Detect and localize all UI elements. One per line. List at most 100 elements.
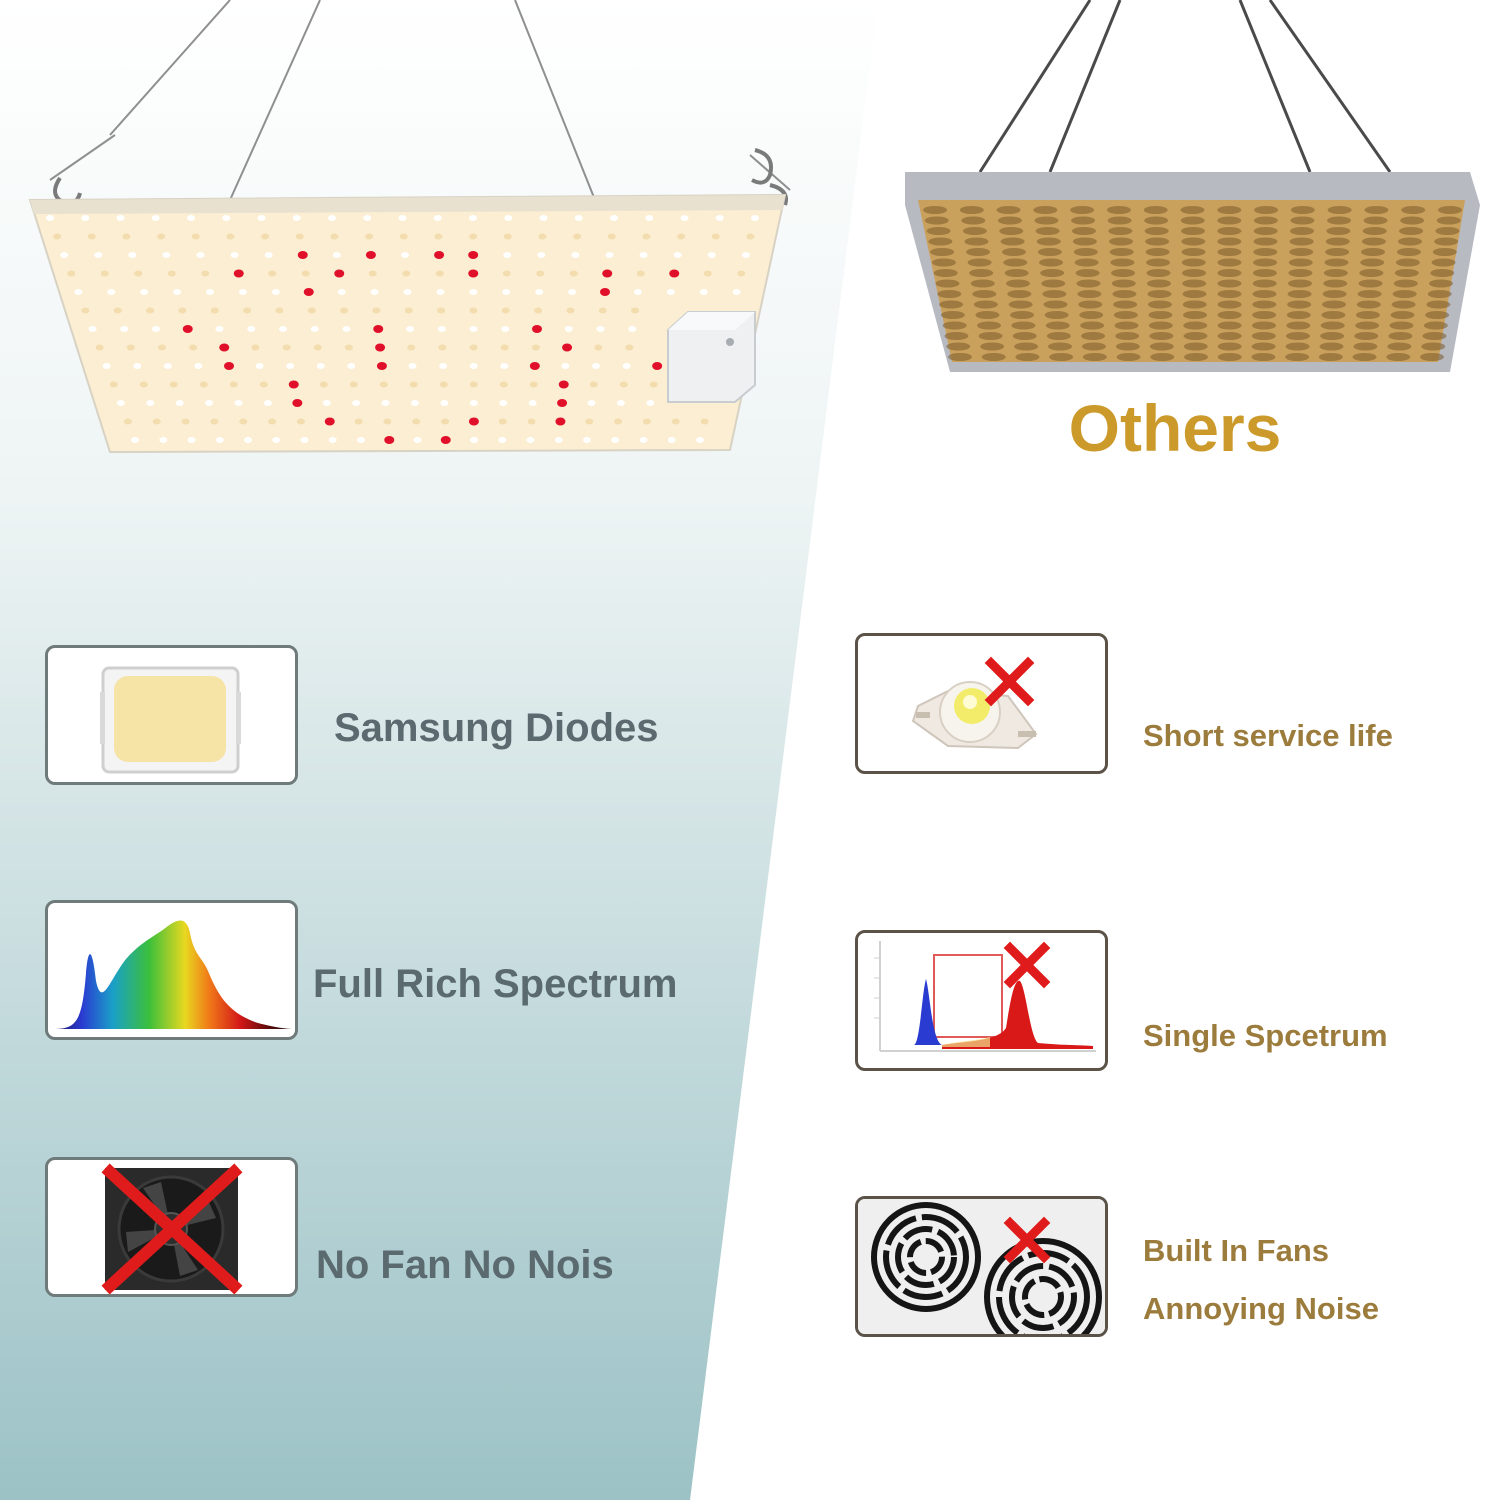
other-diode bbox=[1352, 353, 1377, 361]
white-diode bbox=[437, 307, 446, 314]
other-diode bbox=[1183, 321, 1208, 330]
other-diode bbox=[1146, 269, 1171, 277]
red-diode bbox=[557, 399, 568, 407]
white-diode bbox=[529, 381, 538, 388]
other-diode bbox=[1217, 342, 1242, 351]
white-diode bbox=[116, 215, 125, 221]
white-diode bbox=[116, 400, 125, 406]
white-diode bbox=[737, 270, 746, 277]
other-diode bbox=[1323, 269, 1348, 277]
other-diode bbox=[1387, 342, 1412, 351]
other-diode bbox=[1430, 269, 1455, 277]
white-diode bbox=[109, 381, 118, 388]
white-diode bbox=[499, 400, 508, 406]
red-diode bbox=[292, 399, 303, 407]
other-diode bbox=[933, 269, 958, 277]
white-diode bbox=[573, 233, 582, 240]
other-diode bbox=[1036, 237, 1061, 246]
white-diode bbox=[671, 418, 680, 425]
other-diode bbox=[1082, 353, 1107, 361]
white-diode bbox=[372, 307, 381, 314]
white-diode bbox=[328, 437, 337, 443]
white-diode bbox=[469, 307, 478, 314]
other-diode bbox=[1423, 321, 1448, 330]
white-diode bbox=[330, 233, 339, 240]
red-diode bbox=[334, 269, 345, 278]
other-diode bbox=[1115, 332, 1140, 340]
red-diode bbox=[373, 325, 384, 333]
white-diode bbox=[230, 252, 239, 258]
white-diode bbox=[239, 418, 248, 425]
other-diode bbox=[1000, 237, 1025, 246]
other-diode bbox=[1147, 290, 1172, 298]
white-diode bbox=[502, 289, 511, 295]
feature-full-rich-spectrum: Full Rich Spectrum bbox=[313, 962, 678, 1006]
other-diode bbox=[1075, 269, 1100, 277]
white-diode bbox=[666, 289, 675, 295]
white-diode bbox=[139, 381, 148, 388]
other-diode bbox=[1357, 290, 1382, 298]
no-fan-card bbox=[45, 1157, 298, 1297]
red-diode bbox=[434, 251, 445, 259]
white-diode bbox=[539, 215, 548, 221]
other-diode bbox=[1014, 342, 1039, 351]
white-diode bbox=[187, 437, 196, 443]
other-diode bbox=[1287, 290, 1312, 298]
white-diode bbox=[500, 363, 509, 369]
other-diode bbox=[1420, 353, 1444, 361]
white-diode bbox=[243, 307, 252, 314]
white-diode bbox=[263, 400, 272, 406]
no-fan-icon bbox=[101, 1163, 243, 1294]
white-diode bbox=[261, 233, 270, 240]
other-diode bbox=[959, 206, 984, 214]
white-diode bbox=[741, 252, 750, 258]
white-diode bbox=[469, 363, 478, 369]
white-diode bbox=[528, 400, 537, 406]
red-diode bbox=[558, 380, 569, 389]
white-diode bbox=[271, 289, 280, 295]
white-diode bbox=[247, 326, 256, 332]
white-diode bbox=[255, 363, 264, 369]
white-diode bbox=[169, 381, 178, 388]
white-diode bbox=[642, 418, 651, 425]
other-diode bbox=[924, 216, 949, 225]
white-diode bbox=[433, 215, 442, 221]
white-diode bbox=[605, 252, 614, 258]
other-diode bbox=[1144, 227, 1169, 235]
white-diode bbox=[173, 289, 182, 295]
white-diode bbox=[133, 363, 142, 369]
other-diode bbox=[1436, 216, 1461, 225]
other-diode bbox=[1288, 269, 1313, 277]
other-diode bbox=[1110, 258, 1135, 267]
other-diode bbox=[1398, 237, 1423, 246]
other-diode bbox=[1043, 300, 1068, 309]
white-diode bbox=[469, 400, 478, 406]
other-diode bbox=[1113, 311, 1138, 319]
white-diode bbox=[707, 252, 716, 258]
white-diode bbox=[187, 215, 195, 221]
white-diode bbox=[340, 307, 349, 314]
white-diode bbox=[469, 233, 478, 240]
white-diode bbox=[610, 215, 618, 221]
other-diode bbox=[1318, 353, 1343, 361]
other-diode bbox=[935, 279, 960, 288]
other-diode bbox=[1362, 227, 1387, 235]
full-spectrum-icon bbox=[53, 920, 293, 1029]
other-diode bbox=[1327, 206, 1352, 214]
white-diode bbox=[251, 344, 260, 351]
other-diode bbox=[946, 342, 971, 351]
white-diode bbox=[201, 270, 210, 277]
other-diode bbox=[1181, 258, 1206, 267]
white-diode bbox=[229, 381, 238, 388]
other-diode bbox=[1432, 248, 1457, 256]
other-diode bbox=[1285, 342, 1310, 351]
red-diode bbox=[600, 288, 610, 296]
white-diode bbox=[159, 437, 168, 443]
white-diode bbox=[81, 307, 90, 314]
white-diode bbox=[527, 418, 536, 425]
white-diode bbox=[598, 307, 607, 314]
other-diode bbox=[961, 216, 986, 225]
other-diode bbox=[1390, 311, 1415, 319]
white-diode bbox=[434, 233, 443, 240]
white-diode bbox=[102, 363, 111, 369]
